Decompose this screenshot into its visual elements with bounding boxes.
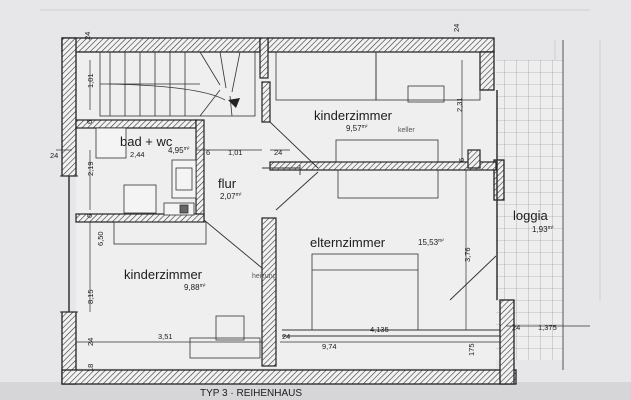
paper-bottom-strip <box>0 382 631 400</box>
dim-24-left: 24 <box>50 151 58 160</box>
furniture <box>113 51 481 359</box>
dim-231: 2,31 <box>455 97 464 112</box>
footer-caption: TYP 3 · REIHENHAUS <box>200 388 302 399</box>
dim-101-bath: 1,01 <box>228 148 243 157</box>
dim-219: 2,19 <box>86 161 95 176</box>
dim-1375: 1,375 <box>538 323 557 332</box>
room-area-bad-wc: 4,95m² <box>168 146 190 155</box>
dim-6-stair: 6 <box>85 120 94 124</box>
dim-24-top-right: 24 <box>452 24 461 32</box>
dim-815: 8,15 <box>86 289 95 304</box>
dim-6-left: 6 <box>85 214 94 218</box>
dim-6-bath: 6 <box>206 148 210 157</box>
dim-6-right: 6 <box>457 158 466 162</box>
dim-18-lower: 18 <box>86 364 95 372</box>
dimension-lines <box>56 60 590 343</box>
room-name-loggia: loggia <box>513 208 548 223</box>
dim-244: 2,44 <box>130 150 145 159</box>
dim-24-mid: 24 <box>282 332 290 341</box>
dim-101-stair: 1,01 <box>86 73 95 88</box>
room-area-kinderzimmer-top: 9,57m² <box>346 124 368 133</box>
room-area-flur: 2,07m² <box>220 192 242 201</box>
faint-text-heizung: heizung <box>252 273 277 280</box>
room-name-kinderzimmer-bottom: kinderzimmer <box>124 267 203 282</box>
dim-24-top-left: 24 <box>83 32 92 40</box>
room-area-elternzimmer: 15,53m² <box>418 238 444 247</box>
dim-376: 3,76 <box>463 247 472 262</box>
stair-arrow-icon <box>228 98 240 108</box>
room-name-kinderzimmer-top: kinderzimmer <box>314 108 393 123</box>
dim-351: 3,51 <box>158 332 173 341</box>
staircase <box>99 51 256 117</box>
door-swings <box>203 121 497 301</box>
faint-text-keller: keller <box>398 127 415 134</box>
dim-24-lower-left: 24 <box>86 338 95 346</box>
dim-24-loggia: 24 <box>512 323 520 332</box>
outer-walls <box>61 37 517 385</box>
dim-24-bath: 24 <box>274 148 282 157</box>
dim-974: 9,74 <box>322 342 337 351</box>
dim-4135: 4,135 <box>370 325 389 334</box>
room-name-elternzimmer: elternzimmer <box>310 235 386 250</box>
room-area-loggia: 1,93m² <box>532 225 554 234</box>
bathroom-fixtures <box>95 127 197 216</box>
room-area-kinderzimmer-bottom: 9,88m² <box>184 283 206 292</box>
room-name-flur: flur <box>218 176 237 191</box>
dim-175: 175 <box>467 343 476 356</box>
dim-650: 6,50 <box>96 231 105 246</box>
room-name-bad-wc: bad + wc <box>120 134 173 149</box>
